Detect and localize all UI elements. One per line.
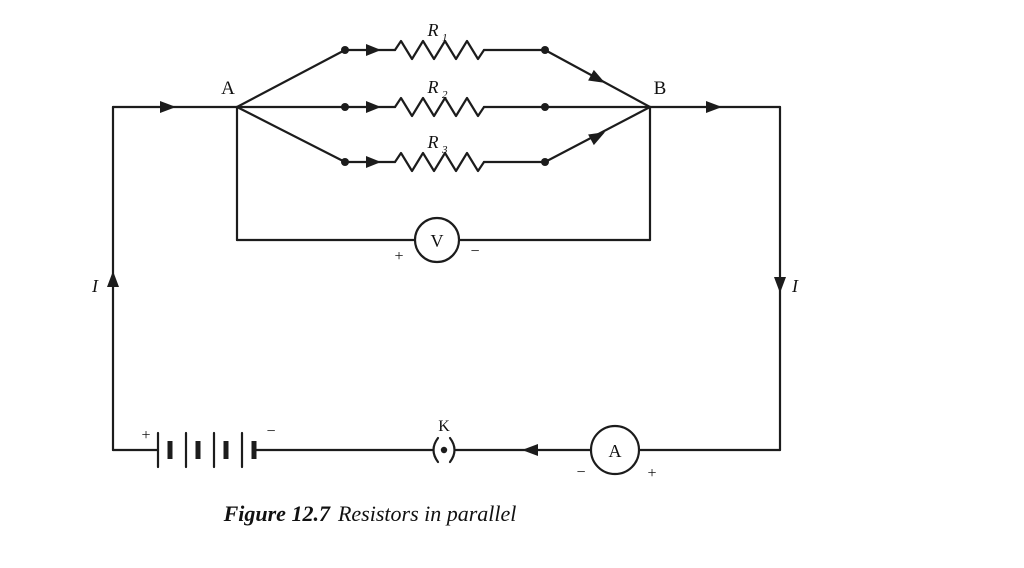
arrow-bottom-left (522, 444, 538, 456)
labels: A B R 1 R 2 R 3 V + − I I + − K A − + (91, 20, 799, 482)
node-a-label: A (221, 78, 235, 99)
node-b-label: B (654, 78, 667, 99)
arrow-branch1-to-b (588, 69, 606, 83)
arrow-top-right-right (706, 101, 722, 113)
figure-number: Figure 12.7 (223, 501, 330, 526)
resistor-1-subscript: 1 (442, 32, 448, 44)
arrow-left-up (107, 271, 119, 287)
voltmeter-dial (413, 216, 461, 264)
arrow-top-left-right (160, 101, 176, 113)
arrow-branch1-right (366, 44, 381, 56)
resistor-2-subscript: 2 (442, 89, 448, 101)
key-label: K (438, 418, 450, 435)
resistor-3-subscript: 3 (441, 144, 448, 156)
resistor-3-label: R (427, 132, 439, 152)
battery-plus: + (141, 427, 150, 444)
resistor-1-label: R (427, 20, 439, 40)
arrow-right-down (774, 277, 786, 293)
current-label-left: I (91, 276, 99, 296)
arrow-branch3-right (366, 156, 381, 168)
ammeter-dial (589, 424, 641, 476)
current-label-right: I (791, 276, 799, 296)
ammeter-plus: + (647, 465, 656, 482)
outer-loop-wires (111, 105, 782, 452)
voltmeter-plus: + (394, 248, 403, 265)
voltmeter-loop (235, 105, 652, 264)
resistor-2-label: R (427, 77, 439, 97)
current-direction-arrows (107, 44, 786, 456)
voltmeter-minus: − (470, 243, 479, 260)
figure-title: Resistors in parallel (337, 501, 517, 526)
voltmeter-symbol: V (431, 231, 444, 251)
ammeter-symbol: A (609, 441, 622, 461)
arrow-branch3-to-b (588, 132, 606, 146)
battery-cells (156, 431, 257, 469)
battery-minus: − (266, 423, 275, 440)
arrow-branch2-right (366, 101, 381, 113)
figure-caption: Figure 12.7 Resistors in parallel (150, 501, 590, 527)
key-switch (432, 436, 456, 464)
ammeter-minus: − (576, 464, 585, 481)
